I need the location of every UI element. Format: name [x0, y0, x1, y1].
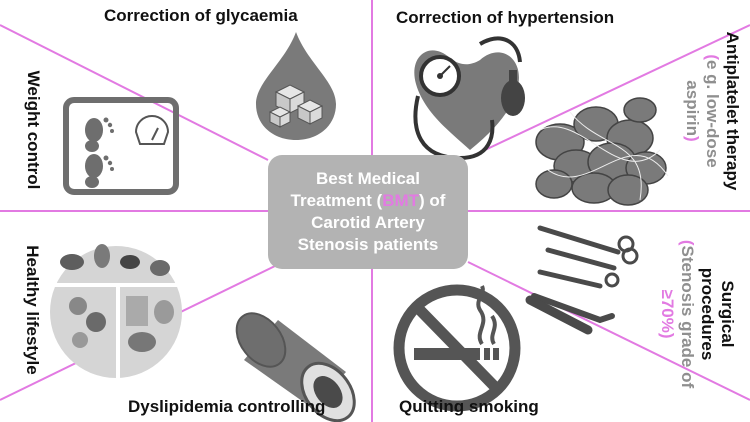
label-surgical-detail-line-2: ≥70%) — [657, 231, 677, 397]
surgical-detail-1: Stenosis grade of — [678, 245, 697, 389]
weighing-scale-icon — [63, 97, 179, 195]
surgical-instruments-icon — [525, 225, 639, 335]
label-antiplatelet-example-line-2: aspirin) — [682, 6, 702, 216]
center-line-1: Best Medical — [316, 169, 420, 188]
label-surgical-detail-line: (Stenosis grade of — [677, 231, 697, 397]
food-plate-icon — [50, 244, 182, 378]
center-bmt-acronym: BMT — [382, 191, 420, 210]
label-surgical-block: Surgical procedures (Stenosis grade of ≥… — [653, 231, 737, 397]
surgical-detail-2: ≥70% — [658, 289, 677, 333]
antiplatelet-example-2: aspirin — [683, 80, 702, 137]
label-dyslipidemia: Dyslipidemia controlling — [128, 397, 326, 416]
center-line-2-suffix: ) of — [419, 191, 446, 210]
blood-drop-sugar-icon — [256, 32, 336, 140]
label-healthy-lifestyle: Healthy lifestyle — [23, 245, 42, 375]
label-hypertension: Correction of hypertension — [396, 8, 615, 27]
divider-diag-tr — [467, 24, 750, 159]
center-title-box: Best Medical Treatment (BMT) of Carotid … — [268, 155, 468, 269]
label-glycaemia: Correction of glycaemia — [104, 6, 298, 25]
label-antiplatelet-block: Antiplatelet therapy (e g. low-dose aspi… — [676, 6, 742, 216]
artery-plaque-icon — [235, 312, 356, 422]
label-antiplatelet-title: Antiplatelet therapy — [723, 31, 742, 191]
label-smoking: Quitting smoking — [399, 397, 539, 416]
antiplatelet-example: e g. low-dose — [703, 59, 722, 168]
divider-diag-tl — [0, 24, 269, 161]
label-weight-control: Weight control — [24, 70, 43, 190]
surgical-paren-close: ) — [658, 332, 677, 339]
label-surgical-title-1: Surgical — [718, 280, 737, 348]
divider-diag-br — [467, 261, 750, 401]
label-antiplatelet-example-line: (e g. low-dose — [702, 6, 722, 216]
no-smoking-icon — [393, 284, 521, 412]
center-line-4: Stenosis patients — [297, 235, 439, 254]
platelet-clot-icon — [535, 97, 669, 206]
antiplatelet-paren-close: ) — [683, 136, 702, 142]
center-line-2: Treatment (BMT) of — [291, 190, 446, 212]
heart-blood-pressure-icon — [413, 36, 525, 161]
center-line-3: Carotid Artery — [311, 213, 425, 232]
center-line-2-prefix: Treatment ( — [290, 191, 383, 210]
label-surgical-title-2: procedures — [698, 267, 717, 361]
